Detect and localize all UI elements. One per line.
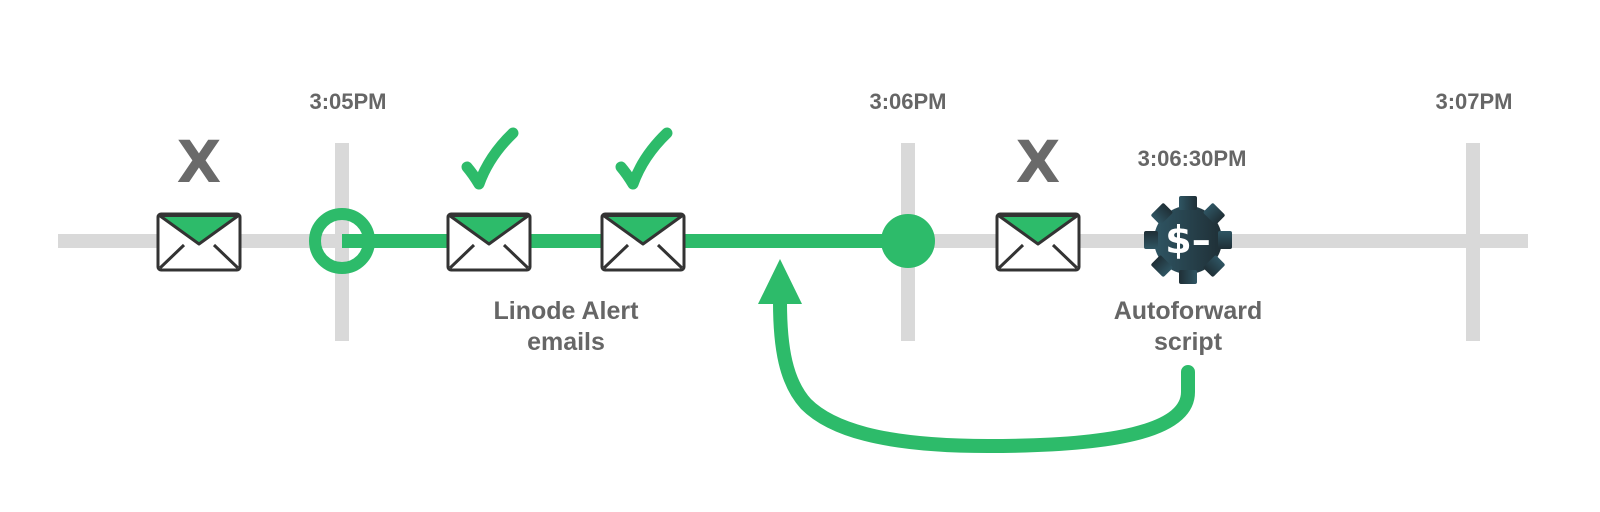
caption-alert-emails-line1: Linode Alert <box>494 297 640 325</box>
window-end-marker <box>881 214 935 268</box>
tick-line-307 <box>1466 143 1480 341</box>
time-label-306: 3:06PM <box>869 89 946 114</box>
check-icon <box>461 127 519 190</box>
email-envelope-icon <box>995 212 1081 272</box>
forward-arrow-head <box>758 259 802 304</box>
caption-script-line2: script <box>1154 328 1223 356</box>
script-glyph: $– <box>1165 218 1210 262</box>
rejected-x-mark: X <box>1016 128 1061 196</box>
window-start-marker <box>309 208 375 274</box>
time-label-script: 3:06:30PM <box>1138 146 1247 171</box>
rejected-x-mark: X <box>177 128 222 196</box>
email-envelope-icon <box>446 212 532 272</box>
caption-alert-emails-line2: emails <box>527 328 605 356</box>
time-label-305: 3:05PM <box>309 89 386 114</box>
time-label-307: 3:07PM <box>1435 89 1512 114</box>
check-icon <box>615 127 673 190</box>
email-envelope-icon <box>600 212 686 272</box>
forward-arrow-curve <box>773 295 1195 454</box>
email-envelope-icon <box>156 212 242 272</box>
gear-dollar-icon: $– <box>1144 196 1232 284</box>
caption-script-line1: Autoforward <box>1114 297 1263 325</box>
